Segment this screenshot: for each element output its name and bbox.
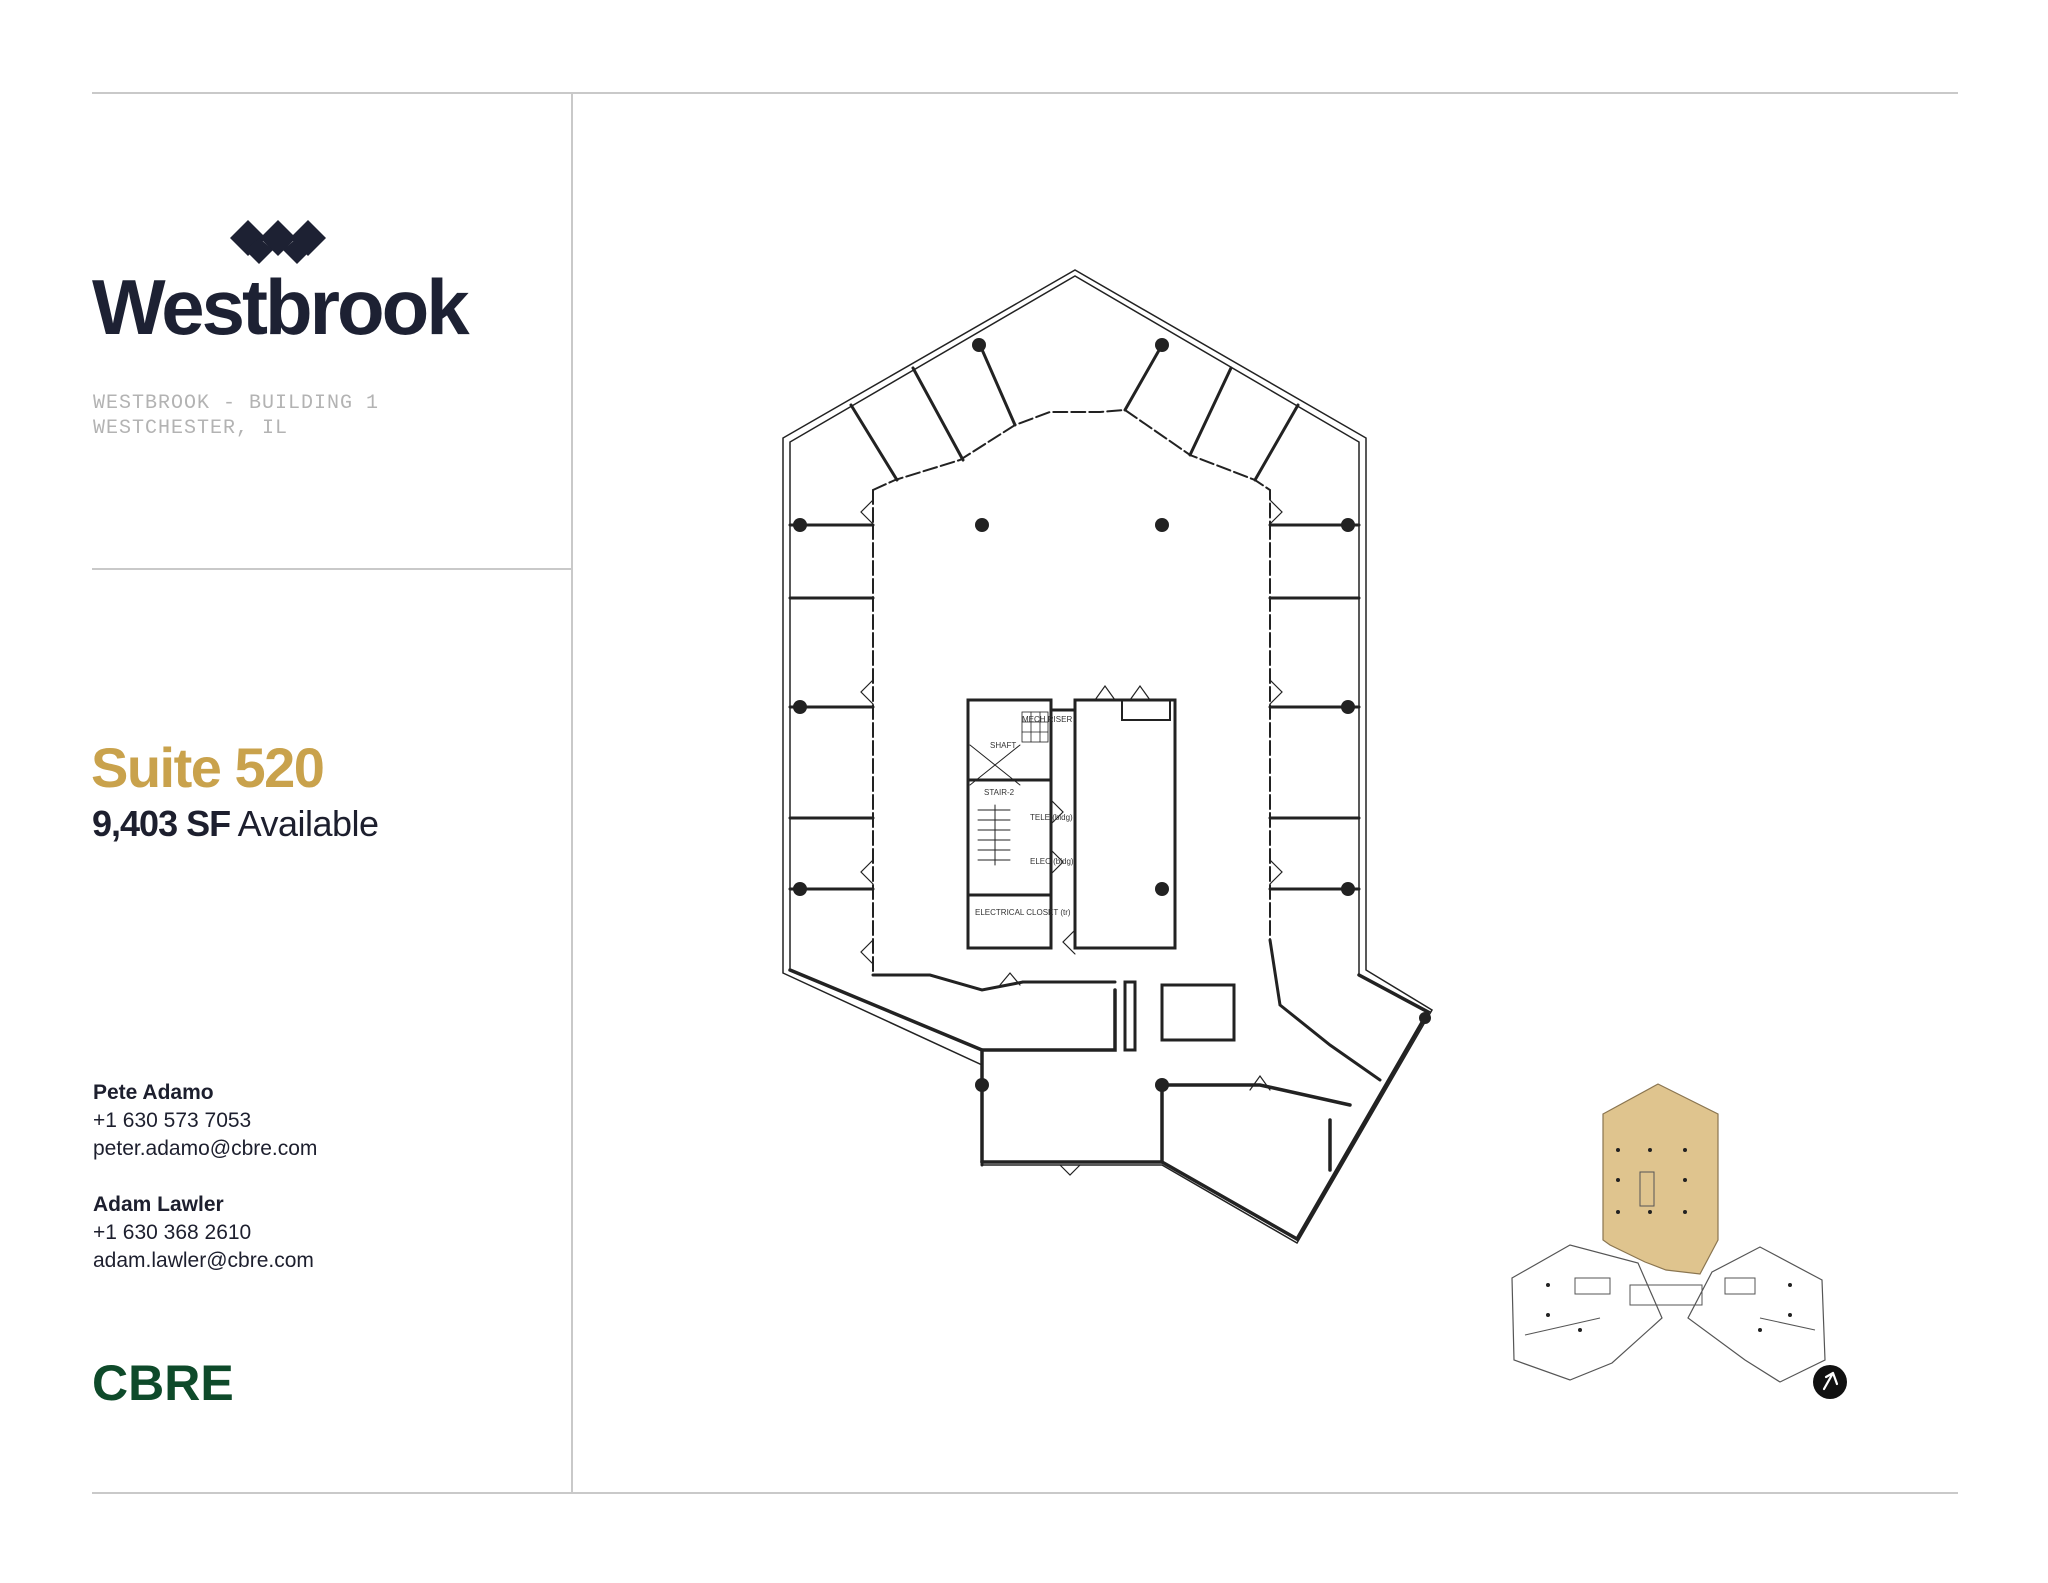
- exterior-wall: [782, 269, 1434, 1245]
- bottom-rule: [92, 1492, 1958, 1494]
- contact-phone[interactable]: +1 630 368 2610: [93, 1221, 252, 1244]
- label-tele: TELE (bldg): [1030, 813, 1073, 822]
- label-shaft: SHAFT: [990, 741, 1016, 750]
- sidebar-divider: [571, 92, 573, 1492]
- contact-phone[interactable]: +1 630 573 7053: [93, 1109, 252, 1132]
- exterior-wall-bold: [788, 968, 1431, 1241]
- brand-name: Westbrook: [92, 263, 470, 351]
- suite-title: Suite 520: [91, 736, 325, 799]
- lower-rooms: [871, 938, 1382, 1167]
- label-mech-riser: MECH RISER: [1022, 715, 1072, 724]
- suite-area: 9,403 SF Available: [92, 806, 379, 842]
- cbre-logo: CBRE: [92, 1355, 234, 1411]
- structural-columns: [793, 338, 1431, 1092]
- contact-name: Pete Adamo: [93, 1081, 214, 1104]
- suite-area-suffix: Available: [237, 803, 379, 844]
- address-line-1: WESTBROOK - BUILDING 1: [93, 392, 380, 415]
- door-swings: [860, 499, 1283, 1176]
- label-stair: STAIR-2: [984, 788, 1015, 797]
- address-line-2: WESTCHESTER, IL: [93, 417, 289, 440]
- key-plan: [1511, 1083, 1826, 1383]
- building-core: [966, 698, 1177, 950]
- corridor-wall: [872, 408, 1271, 976]
- stair-treads: [969, 744, 1021, 866]
- contact-name: Adam Lawler: [93, 1193, 224, 1216]
- label-elec: ELEC (bldg): [1030, 857, 1074, 866]
- contact-email[interactable]: peter.adamo@cbre.com: [93, 1137, 318, 1160]
- riser-grid: [1021, 711, 1049, 743]
- north-arrow-icon: [1813, 1365, 1847, 1399]
- contact-email[interactable]: adam.lawler@cbre.com: [93, 1249, 314, 1272]
- suite-area-value: 9,403 SF: [92, 803, 231, 844]
- floor-plan: MECH RISER SHAFT STAIR-2 TELE (bldg) ELE…: [782, 269, 1434, 1245]
- sidebar-section-rule: [92, 568, 571, 570]
- top-rule: [92, 92, 1958, 94]
- keyplan-suite-highlight: [1602, 1083, 1719, 1275]
- diamond-cluster-icon: [230, 220, 326, 264]
- label-electrical-closet: ELECTRICAL CLOSET (tr): [975, 908, 1071, 917]
